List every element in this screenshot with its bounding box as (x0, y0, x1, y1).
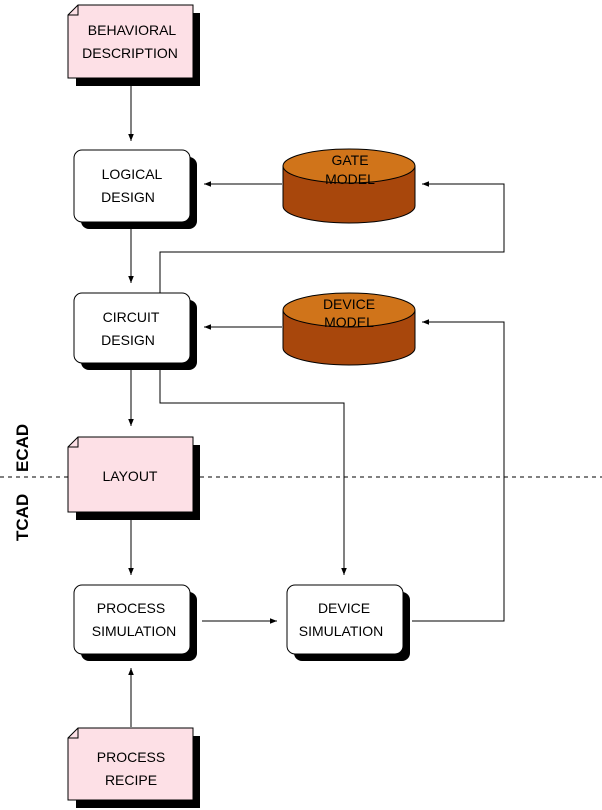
process-box (73, 149, 191, 223)
device-model-line2: MODEL (324, 314, 374, 330)
arrow-devicesim-to-devicemodel (412, 319, 505, 622)
layout-line1: LAYOUT (103, 468, 158, 484)
node-behavioral-description: BEHAVIORAL DESCRIPTION (67, 4, 200, 86)
process-box (73, 292, 191, 364)
gate-model-line1: GATE (331, 152, 368, 168)
device-sim-line1: DEVICE (318, 600, 370, 616)
node-process-simulation: PROCESS SIMULATION (73, 584, 197, 661)
node-logical-design: LOGICAL DESIGN (73, 149, 197, 229)
arrow-circuit-to-devicesim (159, 370, 347, 575)
node-process-recipe: PROCESS RECIPE (67, 727, 200, 808)
node-circuit-design: CIRCUIT DESIGN (73, 292, 197, 370)
device-sim-line2: SIMULATION (299, 623, 384, 639)
gate-model-line2: MODEL (325, 171, 375, 187)
document-shape (67, 436, 194, 513)
node-gate-model: GATE MODEL (282, 148, 416, 224)
behavioral-line2: DESCRIPTION (82, 45, 178, 61)
node-device-model: DEVICE MODEL (282, 292, 416, 366)
node-layout: LAYOUT (67, 436, 200, 520)
process-box (73, 584, 191, 655)
process-sim-line2: SIMULATION (92, 623, 177, 639)
process-box (286, 584, 404, 655)
process-sim-line1: PROCESS (97, 600, 165, 616)
logical-line2: DESIGN (101, 189, 155, 205)
recipe-line1: PROCESS (97, 749, 165, 765)
tcad-label: TCAD (13, 494, 32, 541)
side-labels: ECAD TCAD (13, 424, 32, 541)
connectors (128, 85, 505, 727)
document-shape (67, 727, 194, 801)
document-shape (67, 4, 194, 79)
arrow-circuit-to-gatemodel (159, 181, 505, 293)
cylinder-top (282, 292, 416, 328)
device-model-line1: DEVICE (323, 296, 375, 312)
circuit-line1: CIRCUIT (103, 309, 160, 325)
ecad-label: ECAD (13, 424, 32, 472)
node-device-simulation: DEVICE SIMULATION (286, 584, 410, 661)
behavioral-line1: BEHAVIORAL (88, 22, 177, 38)
recipe-line2: RECIPE (105, 772, 157, 788)
logical-line1: LOGICAL (102, 166, 163, 182)
circuit-line2: DESIGN (101, 332, 155, 348)
cylinder-top (282, 148, 416, 184)
